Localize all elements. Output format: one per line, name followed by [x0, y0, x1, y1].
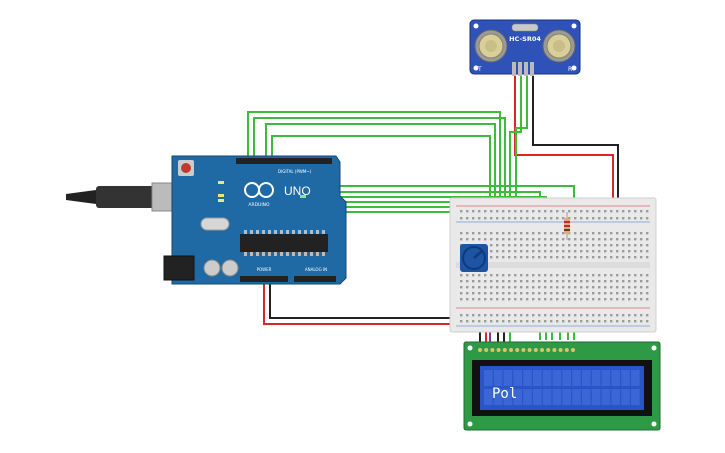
lcd-pin-header	[478, 348, 575, 352]
sensor-model-label: HC-SR04	[509, 35, 541, 43]
resistor[interactable]	[564, 212, 570, 240]
arduino-model: UNO	[284, 184, 311, 198]
analog-header	[294, 276, 336, 282]
wire-sensor-vcc[interactable]	[514, 76, 614, 212]
atmega-pins	[244, 230, 325, 256]
sensor-transducer-echo	[542, 29, 576, 63]
wire-d10[interactable]	[271, 135, 491, 240]
wire-sensor-echo[interactable]	[515, 76, 528, 236]
arduino-uno-board[interactable]: UNO ARDUINO DIGITAL (PWM~) POWER ANALOG …	[66, 155, 347, 285]
wire-5v[interactable]	[263, 280, 460, 325]
power-header	[240, 276, 288, 282]
lcd-display-text: Pol	[492, 386, 517, 402]
wire-gnd[interactable]	[269, 280, 460, 319]
digital-header	[236, 158, 332, 164]
potentiometer[interactable]	[460, 244, 488, 272]
breadboard[interactable]	[449, 197, 657, 333]
sensor-echo-letter: R	[568, 66, 572, 73]
wire-d13-trig[interactable]	[247, 111, 501, 240]
board-leds	[218, 181, 306, 202]
sensor-pin-header	[512, 62, 534, 76]
digital-label: DIGITAL (PWM~)	[278, 169, 312, 174]
wire-sensor-gnd[interactable]	[532, 76, 619, 212]
usb-cable	[66, 182, 183, 212]
arduino-logo-icon	[244, 182, 274, 198]
lcd-character-cells	[484, 370, 640, 405]
wire-d12-echo[interactable]	[253, 117, 506, 240]
lcd-16x2[interactable]: Pol	[463, 341, 661, 431]
sensor-transducer-trig	[474, 29, 508, 63]
ultrasonic-sensor[interactable]: HC-SR04 T R	[469, 19, 581, 76]
wire-d11[interactable]	[265, 123, 496, 240]
breadboard-holes	[460, 210, 649, 323]
analog-label: ANALOG IN	[305, 267, 327, 272]
arduino-brand: ARDUINO	[248, 202, 270, 208]
sensor-trig-letter: T	[477, 66, 482, 73]
power-label: POWER	[257, 267, 272, 272]
